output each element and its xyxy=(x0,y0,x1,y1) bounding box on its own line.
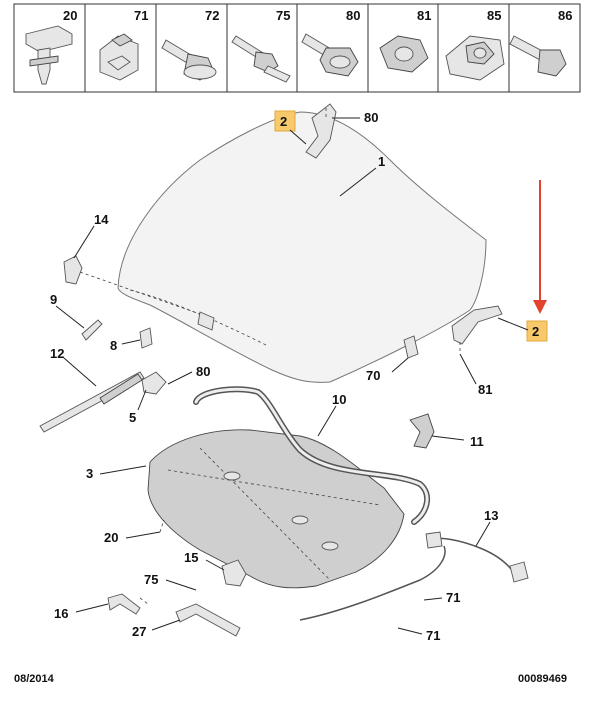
header-part-number: 85 xyxy=(487,8,501,23)
callout-stop-8: 8 xyxy=(110,338,117,353)
flange-nut-icon xyxy=(379,35,429,73)
hinge-left[interactable] xyxy=(305,103,337,159)
callout-clip-20: 20 xyxy=(104,530,118,545)
callout-hook: 14 xyxy=(94,212,109,227)
stud-icon xyxy=(231,35,291,83)
callout-insulation: 3 xyxy=(86,466,93,481)
callout-seal: 10 xyxy=(332,392,346,407)
header-part-number: 20 xyxy=(63,8,77,23)
callout-bolt-80: 80 xyxy=(196,364,210,379)
gas-strut[interactable] xyxy=(39,371,145,433)
nut-clip-icon xyxy=(99,33,139,81)
prop-bracket[interactable] xyxy=(141,371,167,395)
bolt-icon xyxy=(161,39,217,81)
callout-hinge-left: 2 xyxy=(280,114,287,129)
hinge-right[interactable] xyxy=(451,305,503,352)
callout-bracket-27: 27 xyxy=(132,624,146,639)
handle-16[interactable] xyxy=(107,593,141,615)
callout-nut-81: 81 xyxy=(478,382,492,397)
header-part-number: 75 xyxy=(276,8,290,23)
callout-cable: 13 xyxy=(484,508,498,523)
clip-icon xyxy=(25,25,73,85)
callout-hood: 1 xyxy=(378,154,385,169)
callout-nut-71: 71 xyxy=(426,628,440,643)
callout-handle: 16 xyxy=(54,606,68,621)
callout-hinge-right: 2 xyxy=(532,324,539,339)
bracket-11[interactable] xyxy=(409,413,435,449)
indicator-arrow xyxy=(533,180,547,314)
leader-lines xyxy=(55,117,529,635)
stop-9[interactable] xyxy=(81,319,103,341)
parts-header-table: 20 71 72 75 80 81 85 86 xyxy=(13,3,581,93)
bracket-27[interactable] xyxy=(175,603,241,637)
callout-nut-71: 71 xyxy=(446,590,460,605)
lock-15[interactable] xyxy=(221,559,247,587)
header-part-number: 81 xyxy=(417,8,431,23)
washer-nut-icon xyxy=(445,35,505,81)
callout-highlight xyxy=(274,110,296,132)
release-cable[interactable] xyxy=(299,531,529,621)
callout-stop-9: 9 xyxy=(50,292,57,307)
callout-screw-75: 75 xyxy=(144,572,158,587)
header-part-number: 71 xyxy=(134,8,148,23)
footer-date: 08/2014 xyxy=(14,673,55,685)
hook-part[interactable] xyxy=(63,255,201,315)
header-part-number: 86 xyxy=(558,8,572,23)
callout-labels: 1 2 2 3 5 8 9 10 11 12 13 14 15 16 27 20… xyxy=(50,110,539,643)
footer-reference: 00089469 xyxy=(518,673,567,685)
flange-bolt-icon xyxy=(301,33,359,77)
callout-strut: 12 xyxy=(50,346,64,361)
callout-prop-bracket: 5 xyxy=(129,410,136,425)
buffer-70[interactable] xyxy=(403,335,419,359)
header-part-number: 80 xyxy=(346,8,360,23)
callout-bolt-80: 80 xyxy=(364,110,378,125)
stop-8[interactable] xyxy=(139,327,153,349)
bonnet[interactable] xyxy=(117,111,487,383)
header-part-number: 72 xyxy=(205,8,219,23)
callout-buffer-70: 70 xyxy=(366,368,380,383)
hex-bolt-icon xyxy=(509,35,567,77)
callout-lock: 15 xyxy=(184,550,198,565)
hood-seal[interactable] xyxy=(193,386,431,525)
callout-highlight xyxy=(526,320,548,342)
callout-bracket-11: 11 xyxy=(470,434,484,449)
